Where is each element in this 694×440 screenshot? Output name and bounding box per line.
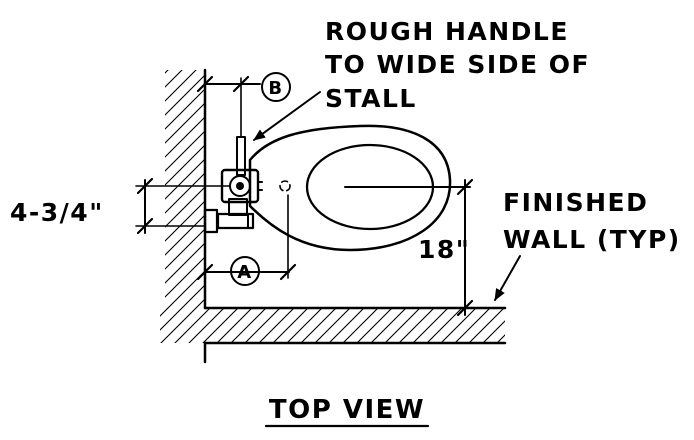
rough-handle-leader bbox=[253, 91, 321, 141]
view-title: TOP VIEW bbox=[269, 395, 425, 425]
dimension-a bbox=[196, 194, 297, 286]
rough-handle-note-line-1: ROUGH HANDLE bbox=[325, 17, 569, 46]
dimension-label-4-3-4: 4-3/4" bbox=[10, 198, 104, 227]
rough-handle-note-line-2: TO WIDE SIDE OF bbox=[325, 50, 590, 79]
rough-handle-note-line-3: STALL bbox=[325, 84, 417, 113]
dimension-label-18: 18" bbox=[418, 235, 470, 264]
finished-wall-note-line-1: FINISHED bbox=[503, 188, 648, 217]
dimension-b bbox=[196, 72, 291, 138]
toilet-bowl bbox=[248, 124, 471, 252]
finished-wall-note-line-2: WALL (TYP) bbox=[503, 225, 681, 254]
dimension-4-3-4 bbox=[135, 177, 231, 235]
wall-hatching bbox=[160, 70, 505, 363]
finished-wall-lines bbox=[203, 68, 507, 364]
dimension-18 bbox=[456, 178, 474, 317]
finished-wall-leader bbox=[494, 255, 521, 301]
bubble-b-label: B bbox=[268, 78, 283, 99]
bubble-a-label: A bbox=[237, 262, 252, 283]
flush-valve bbox=[203, 136, 263, 234]
